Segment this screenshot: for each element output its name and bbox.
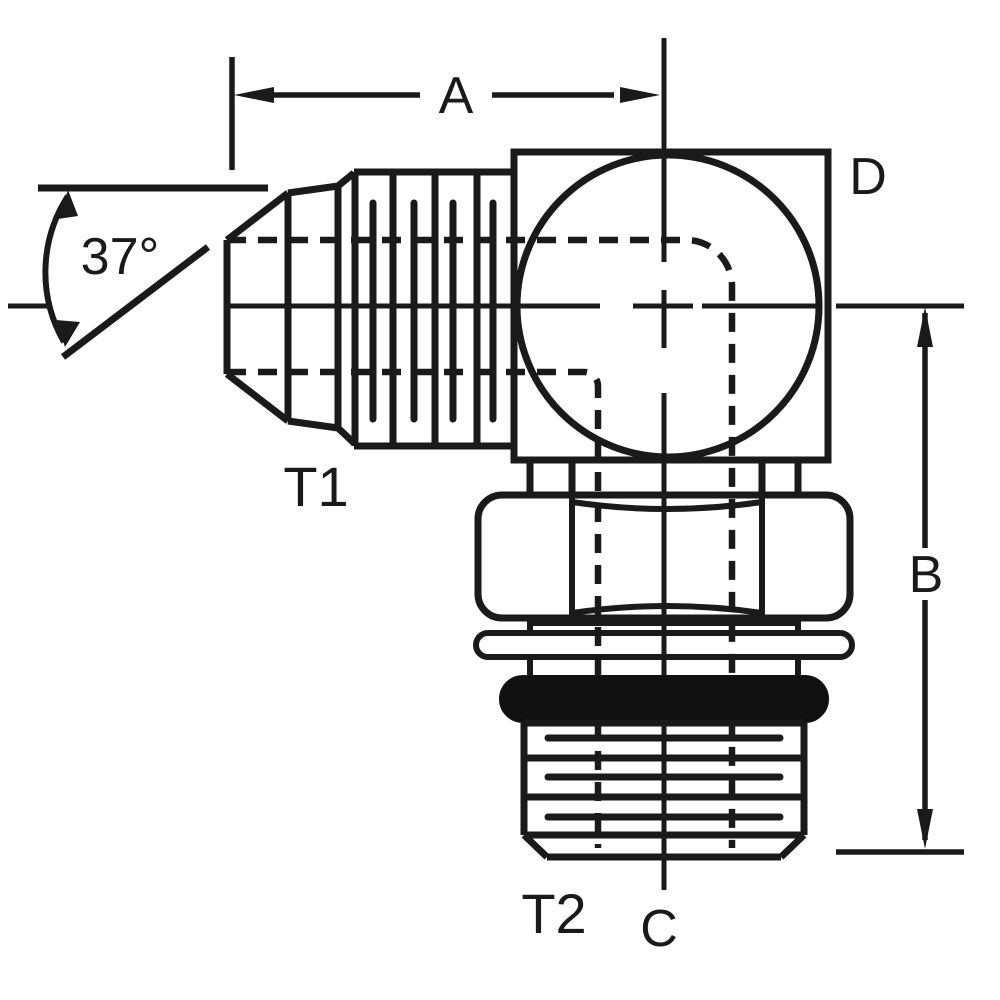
backup-washer [473,618,855,677]
port-thread-crest-lines [524,754,804,801]
port-thread-root-lines [544,734,784,821]
angle-flank-line [60,244,211,360]
dim-b-label: B [909,546,944,604]
flare-angle-label: 37° [81,228,160,286]
centerlines [8,38,964,890]
washer-capsule [473,630,855,660]
dim-a-right-arrowhead [620,87,660,103]
dim-d-label: D [849,148,887,206]
o-ring [499,675,829,723]
dimension-b: B [836,307,964,855]
angle-arc-bottom-arrowhead [56,320,80,347]
elbow-body: D [510,148,887,464]
dimension-a: A [229,57,660,170]
neck-lines [526,460,802,496]
dim-a-left-arrowhead [234,87,274,103]
port-outline [520,719,808,861]
dim-c-label: C [640,900,678,958]
dim-b-up-arrowhead [917,307,933,347]
nut-outline [474,491,854,622]
flare-angle-annotation: 37° [38,184,268,360]
bore-lower-hidden-line [227,368,602,848]
nut-face-arcs [571,499,763,616]
jic-male-end: T1 [223,168,516,518]
port-male-end: T2 C [520,719,808,958]
thread-2-label: T2 [521,882,586,945]
dim-a-label: A [439,67,474,125]
angle-arc [42,194,71,344]
nut-face-dividers [569,498,765,615]
hex-nut [474,491,854,622]
dim-b-down-arrowhead [917,809,933,849]
angle-arc-top-arrowhead [58,190,78,219]
jic-outline [223,168,516,450]
body-circle [513,151,823,461]
jic-thread-root-lines [369,199,497,423]
thread-1-label: T1 [283,455,348,518]
washer-neck-lines [527,618,801,677]
hidden-bore-lines [227,236,736,848]
